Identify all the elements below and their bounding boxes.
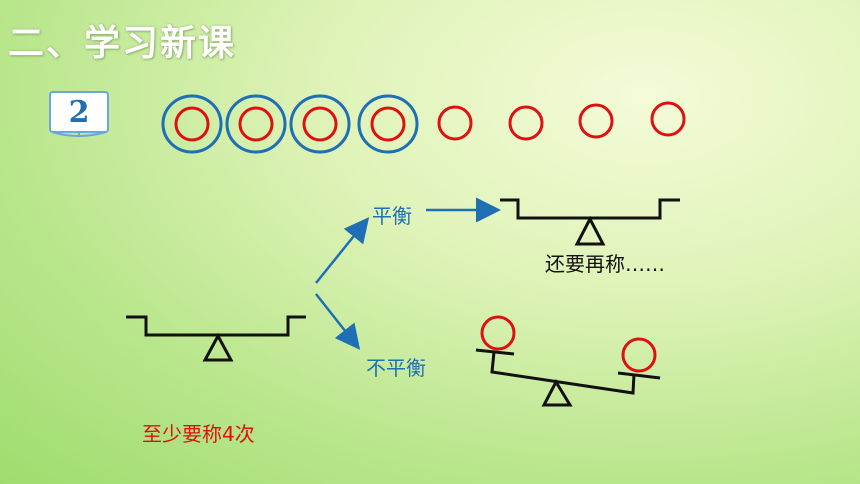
weigh-again-note: 还要再称…… xyxy=(545,252,665,276)
unbalanced-label: 不平衡 xyxy=(366,356,426,380)
main-balance xyxy=(126,315,306,362)
single-coin xyxy=(578,103,614,139)
single-coin xyxy=(650,101,686,137)
grouped-coin xyxy=(289,94,351,154)
arrow-to-balanced xyxy=(315,217,370,284)
tilted-right-coin xyxy=(621,337,657,373)
balanced-label: 平衡 xyxy=(372,204,412,228)
grouped-coin xyxy=(225,94,287,154)
unbalanced-balance xyxy=(475,348,661,407)
conclusion-text: 至少要称4次 xyxy=(142,422,255,446)
balanced-balance xyxy=(500,198,680,246)
section-title: 二、学习新课 xyxy=(8,23,237,64)
badge-number: 2 xyxy=(68,94,90,130)
grouped-coin xyxy=(357,94,419,154)
single-coin xyxy=(508,105,544,141)
example-number-badge: 2 xyxy=(48,90,110,138)
coin-row xyxy=(161,94,686,154)
book-icon xyxy=(49,91,109,137)
arrow-to-unbalanced xyxy=(315,293,361,350)
tilted-left-coin xyxy=(480,315,516,351)
single-coin xyxy=(437,105,473,141)
grouped-coin xyxy=(161,94,223,154)
